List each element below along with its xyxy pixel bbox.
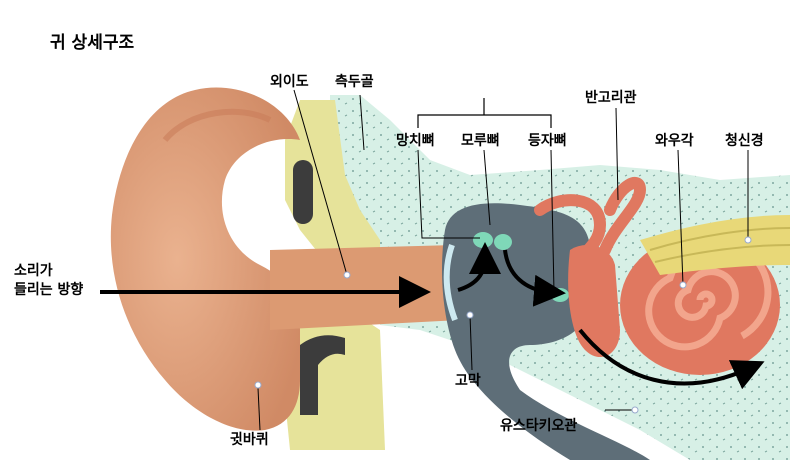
label-earlobe: 귓바퀴 [230, 432, 269, 448]
label-eardrum: 고막 [455, 373, 481, 389]
auditory-nerve-fibers [649, 227, 790, 263]
label-eustachian-tube: 유스타키오관 [500, 418, 578, 434]
ossicles-bracket [417, 98, 552, 128]
label-temporal-bone: 측두골 [335, 74, 374, 90]
label-outer-canal: 외이도 [270, 74, 309, 90]
ear-canal-shape [270, 245, 460, 330]
eardrum-shape [443, 244, 458, 322]
label-incus: 모루뼈 [461, 133, 500, 149]
cartilage-dark-upper [293, 160, 313, 224]
label-stapes: 등자뼈 [528, 133, 567, 149]
label-sound-direction-1: 소리가 [14, 263, 53, 279]
label-sound-direction-2: 들리는 방향 [14, 282, 84, 298]
leader-lines [257, 89, 749, 431]
cartilage-dark-lower [300, 335, 345, 415]
diagram-title: 귀 상세구조 [50, 33, 135, 53]
malleus-shape [473, 232, 493, 248]
label-auditory-nerve: 청신경 [725, 133, 764, 149]
auricle-shape [110, 87, 301, 431]
auricle-inner-fold [162, 108, 272, 142]
sound-arrow-cochlea [578, 328, 765, 390]
label-malleus: 망치뼈 [396, 133, 435, 149]
sound-arrow-eardrum [457, 242, 501, 292]
label-semicircular-canals: 반고리관 [585, 90, 637, 106]
label-cochlea: 와우각 [655, 133, 694, 149]
sound-arrow-ossicles [503, 249, 566, 307]
incus-shape [494, 234, 512, 250]
vestibule-shape [568, 245, 620, 358]
